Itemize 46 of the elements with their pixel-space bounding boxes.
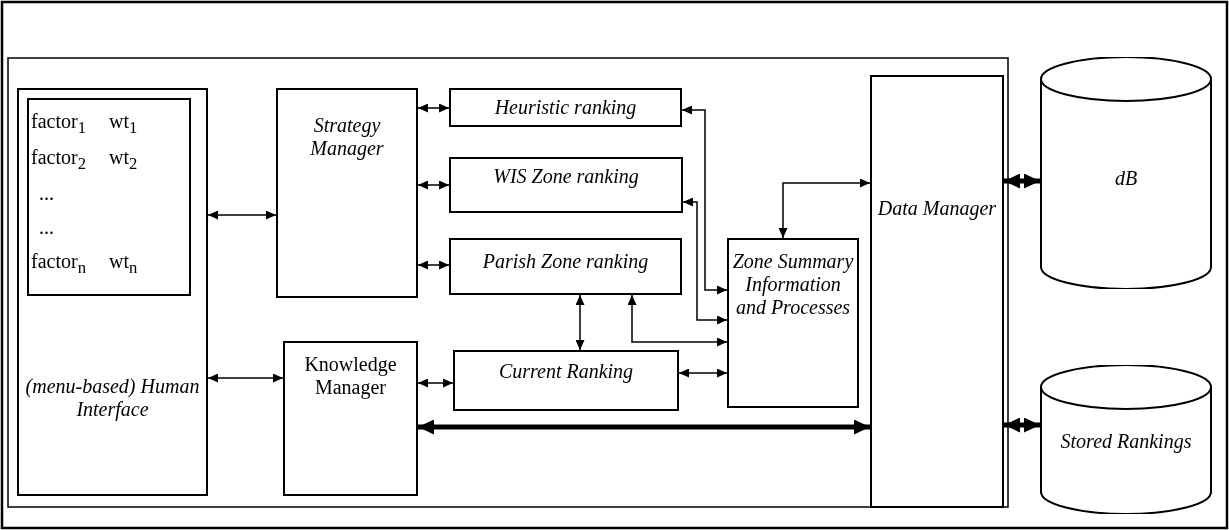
interface-panel: [17, 88, 208, 496]
ellipsis-text: ...: [39, 216, 55, 239]
connector-arrow: [207, 210, 277, 220]
factor-text: factor$_{2}$: [31, 146, 87, 174]
connector-arrow: [778, 178, 871, 239]
node-label: Stored Rankings: [1059, 430, 1193, 453]
connector-arrow: [1004, 417, 1040, 433]
process-box: [449, 238, 682, 295]
connector-arrow: [418, 419, 870, 435]
process-box: [276, 88, 418, 298]
factor-text: wt$_{n}$: [109, 250, 139, 278]
process-box: [449, 157, 683, 213]
factor-text: factor$_{n}$: [31, 250, 87, 278]
process-box: [449, 88, 682, 127]
database-cylinder: [1040, 57, 1212, 289]
node-label: (menu-based) Human Interface: [24, 375, 201, 421]
node-label: Heuristic ranking: [493, 96, 638, 119]
factor-table: [27, 98, 191, 296]
process-box: [727, 238, 859, 408]
connector-arrow: [207, 373, 284, 383]
database-cylinder: [1040, 365, 1212, 514]
factor-text: wt$_{1}$: [109, 110, 139, 138]
node-label: dB: [1113, 167, 1139, 190]
connector-arrow: [681, 105, 728, 295]
connector-arrow: [417, 103, 450, 113]
connector-arrow: [627, 294, 728, 347]
node-label: Current Ranking: [497, 360, 635, 383]
connector-arrow: [1004, 173, 1040, 189]
connector-arrow: [678, 368, 728, 378]
node-label: Knowledge Manager: [303, 353, 398, 399]
factor-text: wt$_{2}$: [109, 146, 139, 174]
process-box: [870, 75, 1004, 508]
node-label: Data Manager: [876, 197, 998, 220]
factor-text: factor$_{1}$: [31, 110, 87, 138]
connector-arrow: [575, 294, 585, 351]
node-label: WIS Zone ranking: [492, 165, 640, 188]
connector-arrow: [417, 378, 454, 388]
node-label: Parish Zone ranking: [481, 250, 650, 273]
node-label: Zone Summary Information and Processes: [731, 250, 855, 319]
connector-arrow: [682, 197, 728, 325]
ellipsis-text: ...: [39, 182, 55, 205]
connector-arrow: [417, 260, 450, 270]
process-box: [283, 341, 418, 496]
process-box: [453, 350, 679, 411]
node-label: Strategy Manager: [309, 114, 385, 160]
connector-arrow: [417, 180, 450, 190]
